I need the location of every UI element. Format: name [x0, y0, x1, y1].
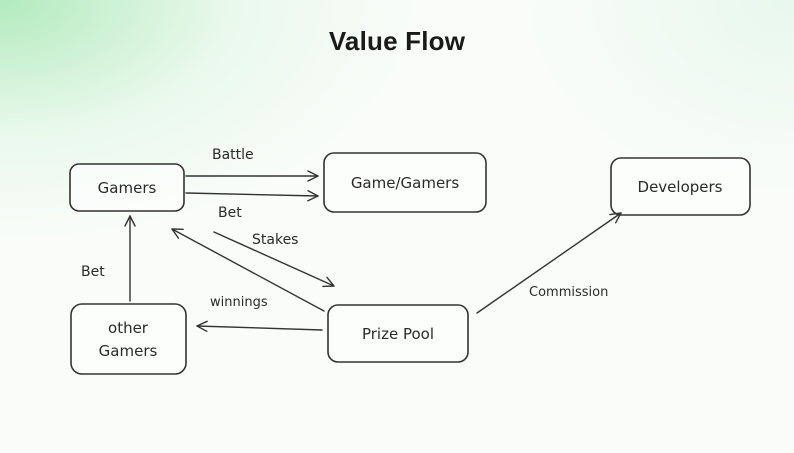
node-developers-label: Developers — [638, 178, 723, 196]
node-game-gamers: Game/Gamers — [323, 152, 487, 213]
edge-bet-top: Bet — [185, 190, 319, 221]
node-developers-box — [610, 157, 751, 216]
node-other-gamers-label-line1: other — [108, 319, 149, 337]
node-prize-pool: Prize Pool — [327, 304, 469, 363]
node-other-gamers-box — [70, 303, 187, 375]
node-gamers: Gamers — [69, 163, 185, 212]
edge-bet-top-arrow — [185, 190, 319, 202]
page-title: Value Flow — [328, 26, 466, 56]
node-game-gamers-label: Game/Gamers — [351, 174, 460, 192]
edge-bet-left: Bet — [81, 215, 136, 302]
edge-commission: Commission — [476, 212, 622, 314]
edge-prize-to-gamers — [171, 228, 325, 312]
edge-commission-label: Commission — [529, 285, 608, 300]
node-other-gamers-label-line2: Gamers — [99, 342, 158, 360]
edge-winnings-label: winnings — [210, 295, 268, 310]
edge-stakes-label: Stakes — [252, 232, 298, 248]
edge-bet-top-label: Bet — [218, 205, 242, 221]
edge-stakes-arrow — [213, 231, 335, 288]
edge-commission-arrow — [476, 212, 622, 314]
node-gamers-box — [69, 163, 185, 212]
edge-battle: Battle — [185, 147, 319, 182]
edge-stakes: Stakes — [213, 231, 335, 288]
edge-prize-to-gamers-arrow — [171, 228, 325, 312]
edge-bet-left-label: Bet — [81, 264, 105, 280]
node-gamers-label: Gamers — [98, 179, 157, 197]
node-developers: Developers — [610, 157, 751, 216]
edge-winnings-arrow — [196, 320, 323, 333]
node-other-gamers: other Gamers — [70, 303, 187, 375]
node-prize-pool-box — [327, 304, 469, 363]
edge-winnings: winnings — [196, 295, 323, 333]
node-prize-pool-label: Prize Pool — [362, 325, 434, 343]
node-game-gamers-box — [323, 152, 487, 213]
edge-battle-label: Battle — [212, 147, 254, 163]
